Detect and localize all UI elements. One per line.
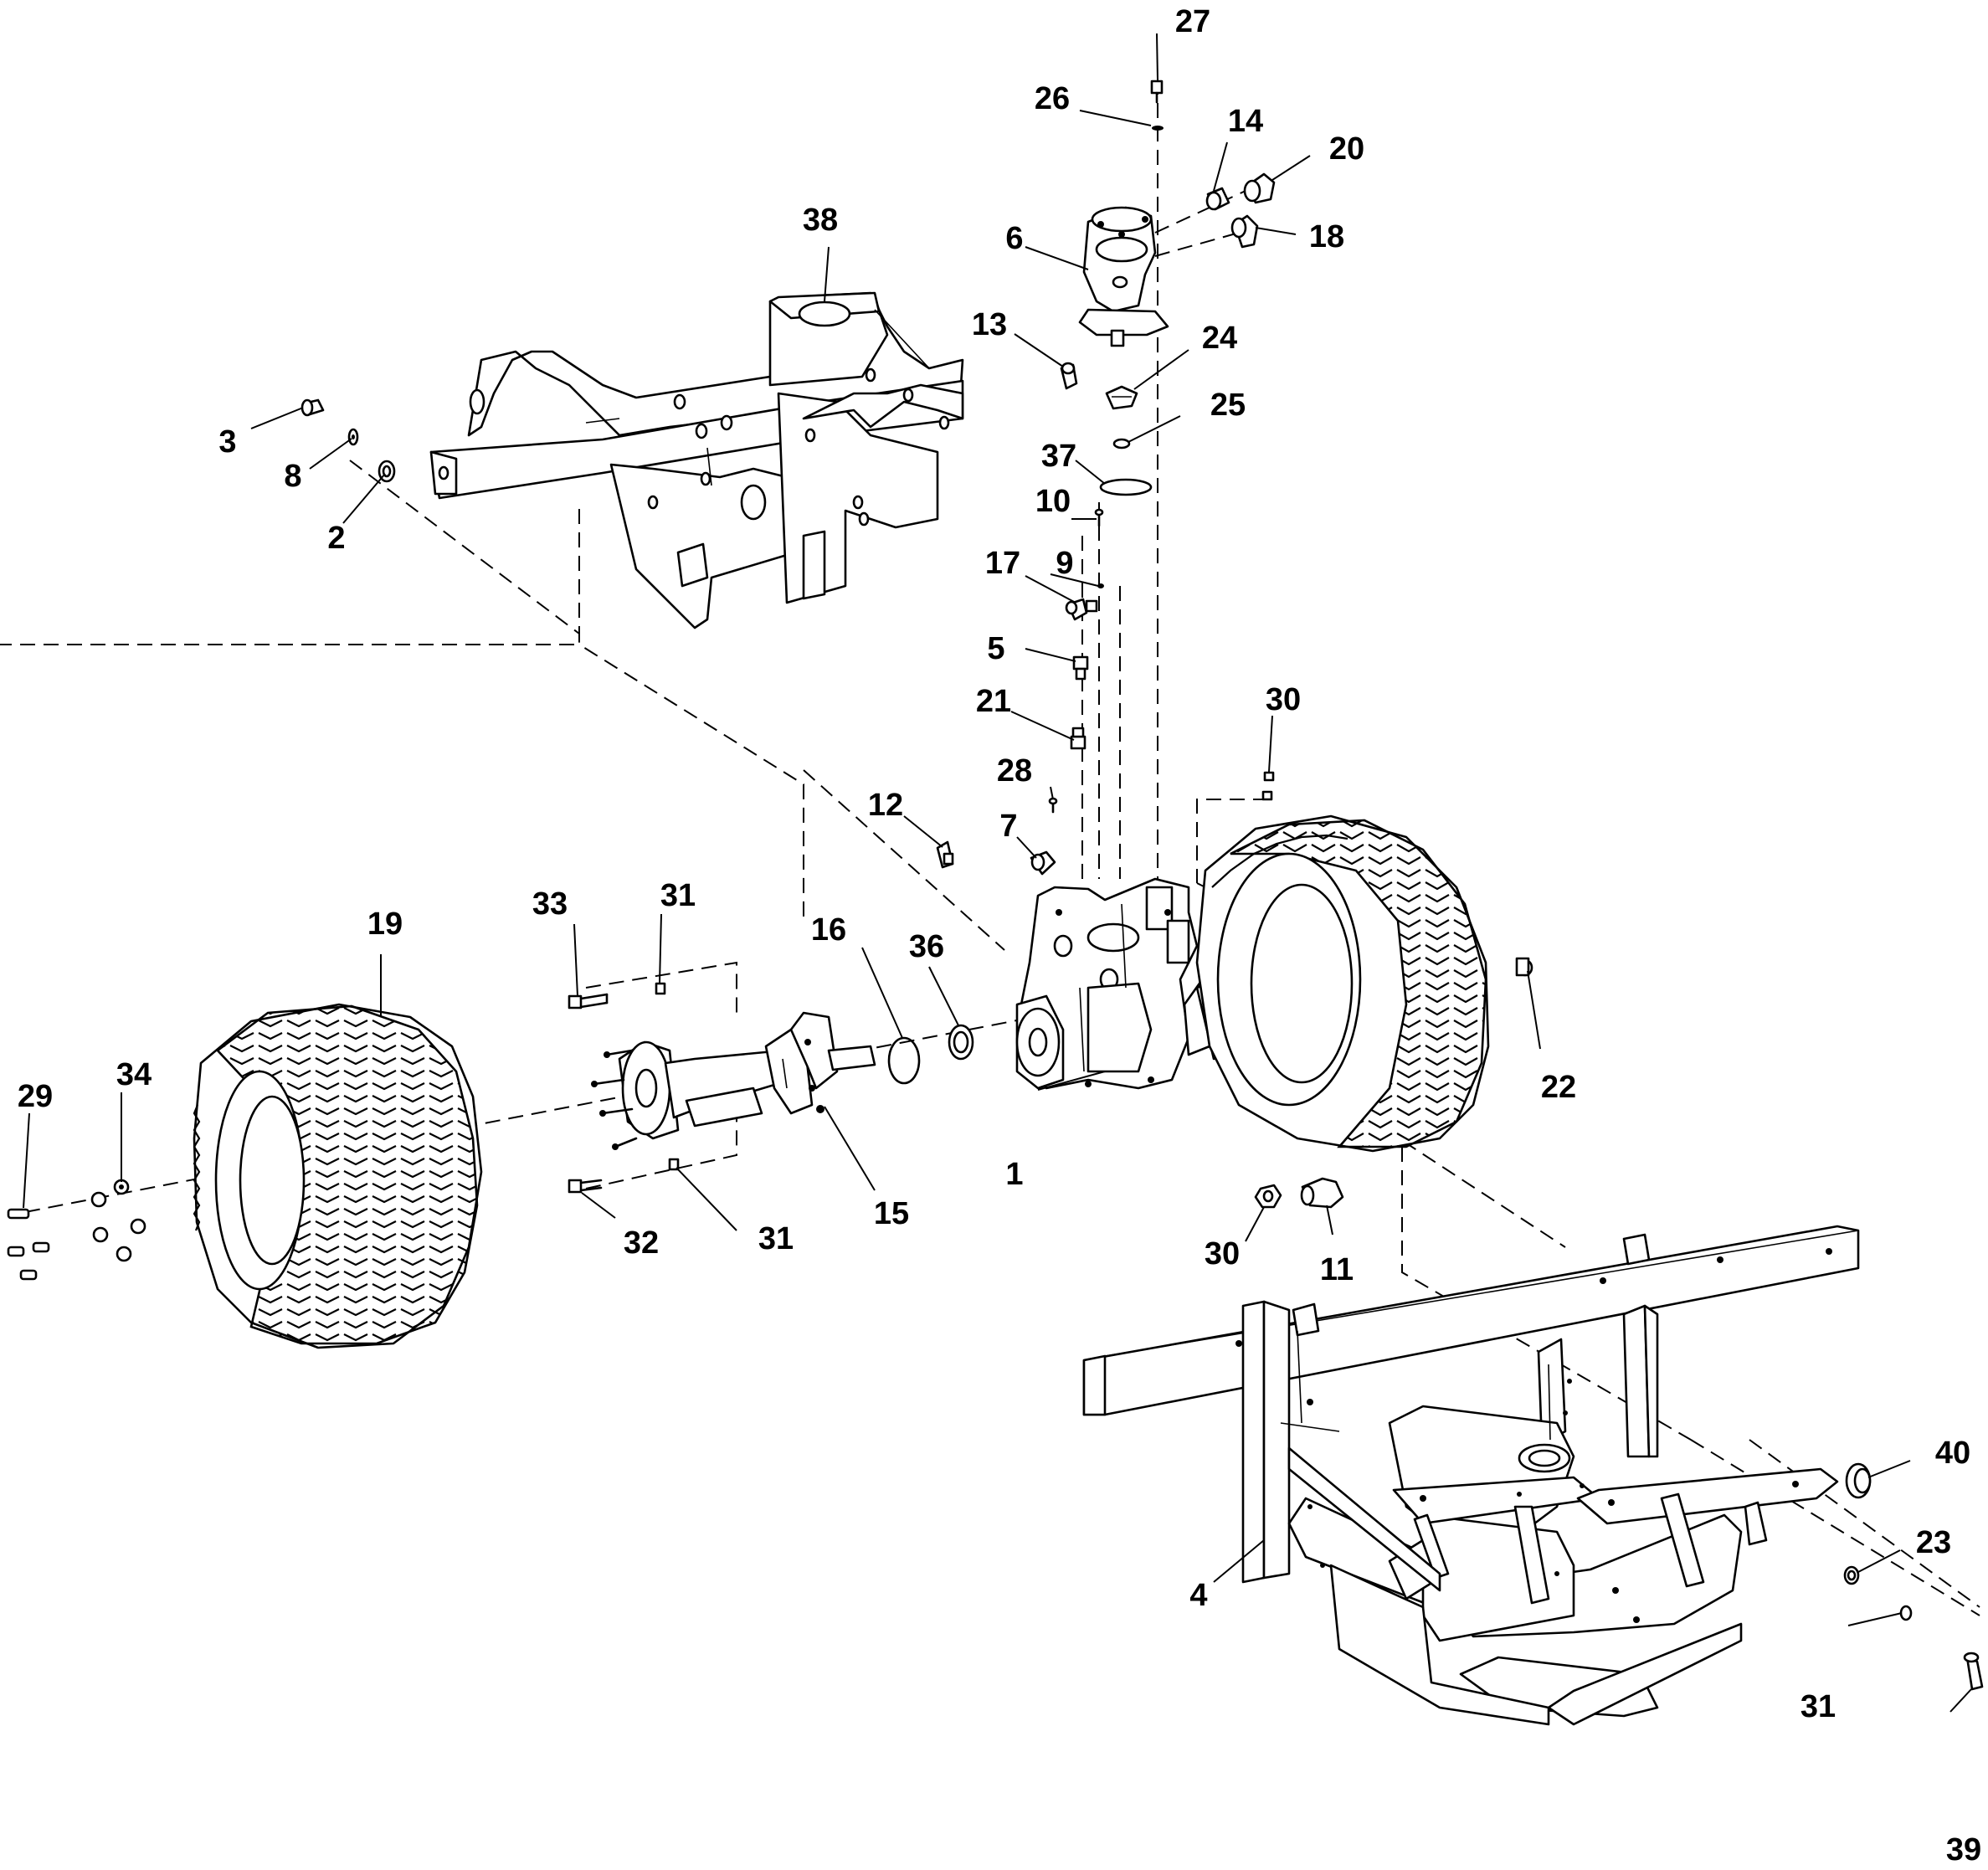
seal-36 xyxy=(948,1024,974,1061)
wheel-bolts-29 xyxy=(7,1208,50,1281)
callout-30a: 30 xyxy=(1266,682,1301,717)
callout-14: 14 xyxy=(1228,104,1263,139)
assembly-dashed-lines xyxy=(0,80,1980,1616)
callout-18: 18 xyxy=(1309,219,1344,254)
callout-22: 22 xyxy=(1541,1070,1576,1105)
callout-34: 34 xyxy=(116,1057,152,1092)
wheel-cap-22 xyxy=(1515,957,1533,977)
callout-6: 6 xyxy=(1005,221,1023,256)
elbow-fitting-11 xyxy=(1300,1177,1344,1209)
fitting-14 xyxy=(1205,187,1230,211)
callout-25: 25 xyxy=(1210,388,1246,423)
callout-15: 15 xyxy=(874,1196,909,1231)
hydraulic-motor xyxy=(1078,206,1169,347)
fitting-5 xyxy=(1072,655,1089,681)
callout-33: 33 xyxy=(532,886,568,922)
callout-26: 26 xyxy=(1035,81,1070,116)
callout-5: 5 xyxy=(987,631,1004,666)
o-ring-9 xyxy=(1097,583,1104,588)
fitting-13 xyxy=(1060,362,1078,390)
callout-12: 12 xyxy=(868,788,903,823)
callout-31c: 31 xyxy=(1801,1689,1836,1724)
bolt-27 xyxy=(1150,80,1164,104)
washer-26 xyxy=(1152,126,1164,131)
callout-39: 39 xyxy=(1946,1832,1981,1867)
callout-7: 7 xyxy=(999,809,1017,844)
callout-3: 3 xyxy=(218,424,236,460)
fitting-12 xyxy=(936,840,954,869)
callout-38: 38 xyxy=(803,203,838,238)
left-axle-tube xyxy=(664,1011,876,1128)
washer-8 xyxy=(347,428,359,446)
right-wheel xyxy=(1195,814,1490,1153)
callout-31a: 31 xyxy=(660,878,696,913)
bolt-33 xyxy=(568,993,609,1009)
nut-31-rear xyxy=(1899,1605,1913,1621)
callout-30b: 30 xyxy=(1205,1236,1240,1271)
callout-37: 37 xyxy=(1041,439,1076,474)
callout-17: 17 xyxy=(985,546,1020,581)
screw-28 xyxy=(1048,797,1058,814)
bolt-39 xyxy=(1963,1652,1984,1691)
bushing-40 xyxy=(1845,1462,1872,1499)
callout-31b: 31 xyxy=(758,1221,794,1256)
callout-16: 16 xyxy=(811,912,846,948)
callout-29: 29 xyxy=(18,1079,53,1114)
callout-28: 28 xyxy=(997,753,1032,789)
nut-31-upper xyxy=(655,982,666,995)
leader-lines xyxy=(23,33,1972,1713)
callout-23: 23 xyxy=(1916,1525,1951,1560)
fitting-7 xyxy=(1030,850,1056,876)
callout-11: 11 xyxy=(1320,1252,1354,1287)
callout-27: 27 xyxy=(1175,4,1210,39)
bolt-32 xyxy=(568,1179,603,1194)
callout-19: 19 xyxy=(367,907,403,942)
callout-21: 21 xyxy=(976,684,1011,719)
callout-labels: 1 2 3 4 5 6 7 8 9 10 11 12 13 14 15 16 1… xyxy=(18,4,1981,1867)
callout-24: 24 xyxy=(1202,321,1237,356)
callout-9: 9 xyxy=(1056,546,1073,581)
callout-8: 8 xyxy=(284,459,301,494)
elbow-fitting-20 xyxy=(1243,172,1276,204)
callout-4: 4 xyxy=(1189,1578,1207,1613)
callout-1: 1 xyxy=(1005,1157,1023,1192)
callout-20: 20 xyxy=(1329,131,1364,167)
o-ring-37 xyxy=(1099,478,1153,496)
transaxle xyxy=(1015,877,1199,1090)
callout-2: 2 xyxy=(327,521,345,556)
o-ring-16 xyxy=(887,1036,921,1085)
left-wheel xyxy=(193,1003,483,1349)
nut-30-upper xyxy=(1261,771,1275,801)
snap-ring-25 xyxy=(1112,438,1131,450)
coupling-24 xyxy=(1105,385,1138,410)
nut-30-lower xyxy=(1254,1184,1282,1209)
screw-10 xyxy=(1094,508,1104,527)
nut-21 xyxy=(1070,727,1086,750)
callout-13: 13 xyxy=(972,307,1007,342)
callout-40: 40 xyxy=(1935,1436,1970,1471)
fitting-17 xyxy=(1065,598,1098,621)
lug-nuts-34 xyxy=(90,1179,146,1262)
rear-frame xyxy=(1082,1225,1860,1726)
elbow-fitting-18 xyxy=(1230,214,1259,249)
callout-32: 32 xyxy=(624,1225,659,1261)
callout-36: 36 xyxy=(909,929,944,964)
nut-31-lower xyxy=(668,1158,680,1171)
callout-10: 10 xyxy=(1035,484,1071,519)
left-axle-hub xyxy=(591,1040,680,1150)
upper-frame-bracket xyxy=(429,291,964,629)
washer-23 xyxy=(1843,1565,1860,1585)
bolt-3 xyxy=(301,398,325,417)
